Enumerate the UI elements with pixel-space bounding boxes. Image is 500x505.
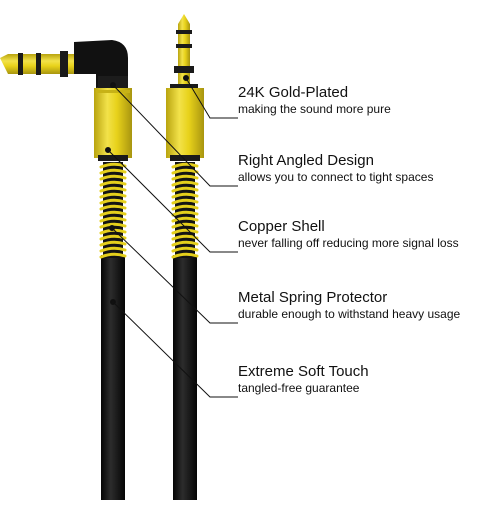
feature-description: making the sound more pure	[238, 102, 391, 116]
feature-title: Metal Spring Protector	[238, 289, 388, 306]
feature-description: durable enough to withstand heavy usage	[238, 307, 461, 321]
feature-right-angled-design: Right Angled Design allows you to connec…	[238, 152, 498, 185]
leader-line-gold-plated	[185, 77, 238, 119]
leader-line-copper-shell	[107, 149, 238, 253]
feature-extreme-soft-touch: Extreme Soft Touch tangled-free guarante…	[238, 363, 498, 396]
left-spring-protector	[99, 162, 127, 259]
feature-title: Copper Shell	[238, 218, 325, 235]
left-gold-shell	[94, 88, 132, 161]
feature-title: Right Angled Design	[238, 152, 374, 169]
right-angle-plug	[0, 40, 128, 90]
left-cable	[101, 255, 125, 500]
feature-copper-shell: Copper Shell never falling off reducing …	[238, 218, 498, 251]
straight-plug	[170, 14, 198, 89]
feature-description: allows you to connect to tight spaces	[238, 170, 434, 184]
right-spring-protector	[171, 162, 199, 259]
leader-lines	[105, 75, 238, 398]
leader-line-spring	[111, 227, 238, 324]
feature-description: tangled-free guarantee	[238, 381, 360, 395]
right-cable	[173, 255, 197, 500]
feature-metal-spring-protector: Metal Spring Protector durable enough to…	[238, 289, 498, 322]
leader-line-soft-touch	[112, 301, 238, 398]
feature-title: Extreme Soft Touch	[238, 363, 369, 380]
leader-line-right-angled	[112, 84, 238, 187]
feature-gold-plated: 24K Gold-Plated making the sound more pu…	[238, 84, 498, 117]
feature-title: 24K Gold-Plated	[238, 84, 349, 101]
feature-description: never falling off reducing more signal l…	[238, 236, 459, 250]
